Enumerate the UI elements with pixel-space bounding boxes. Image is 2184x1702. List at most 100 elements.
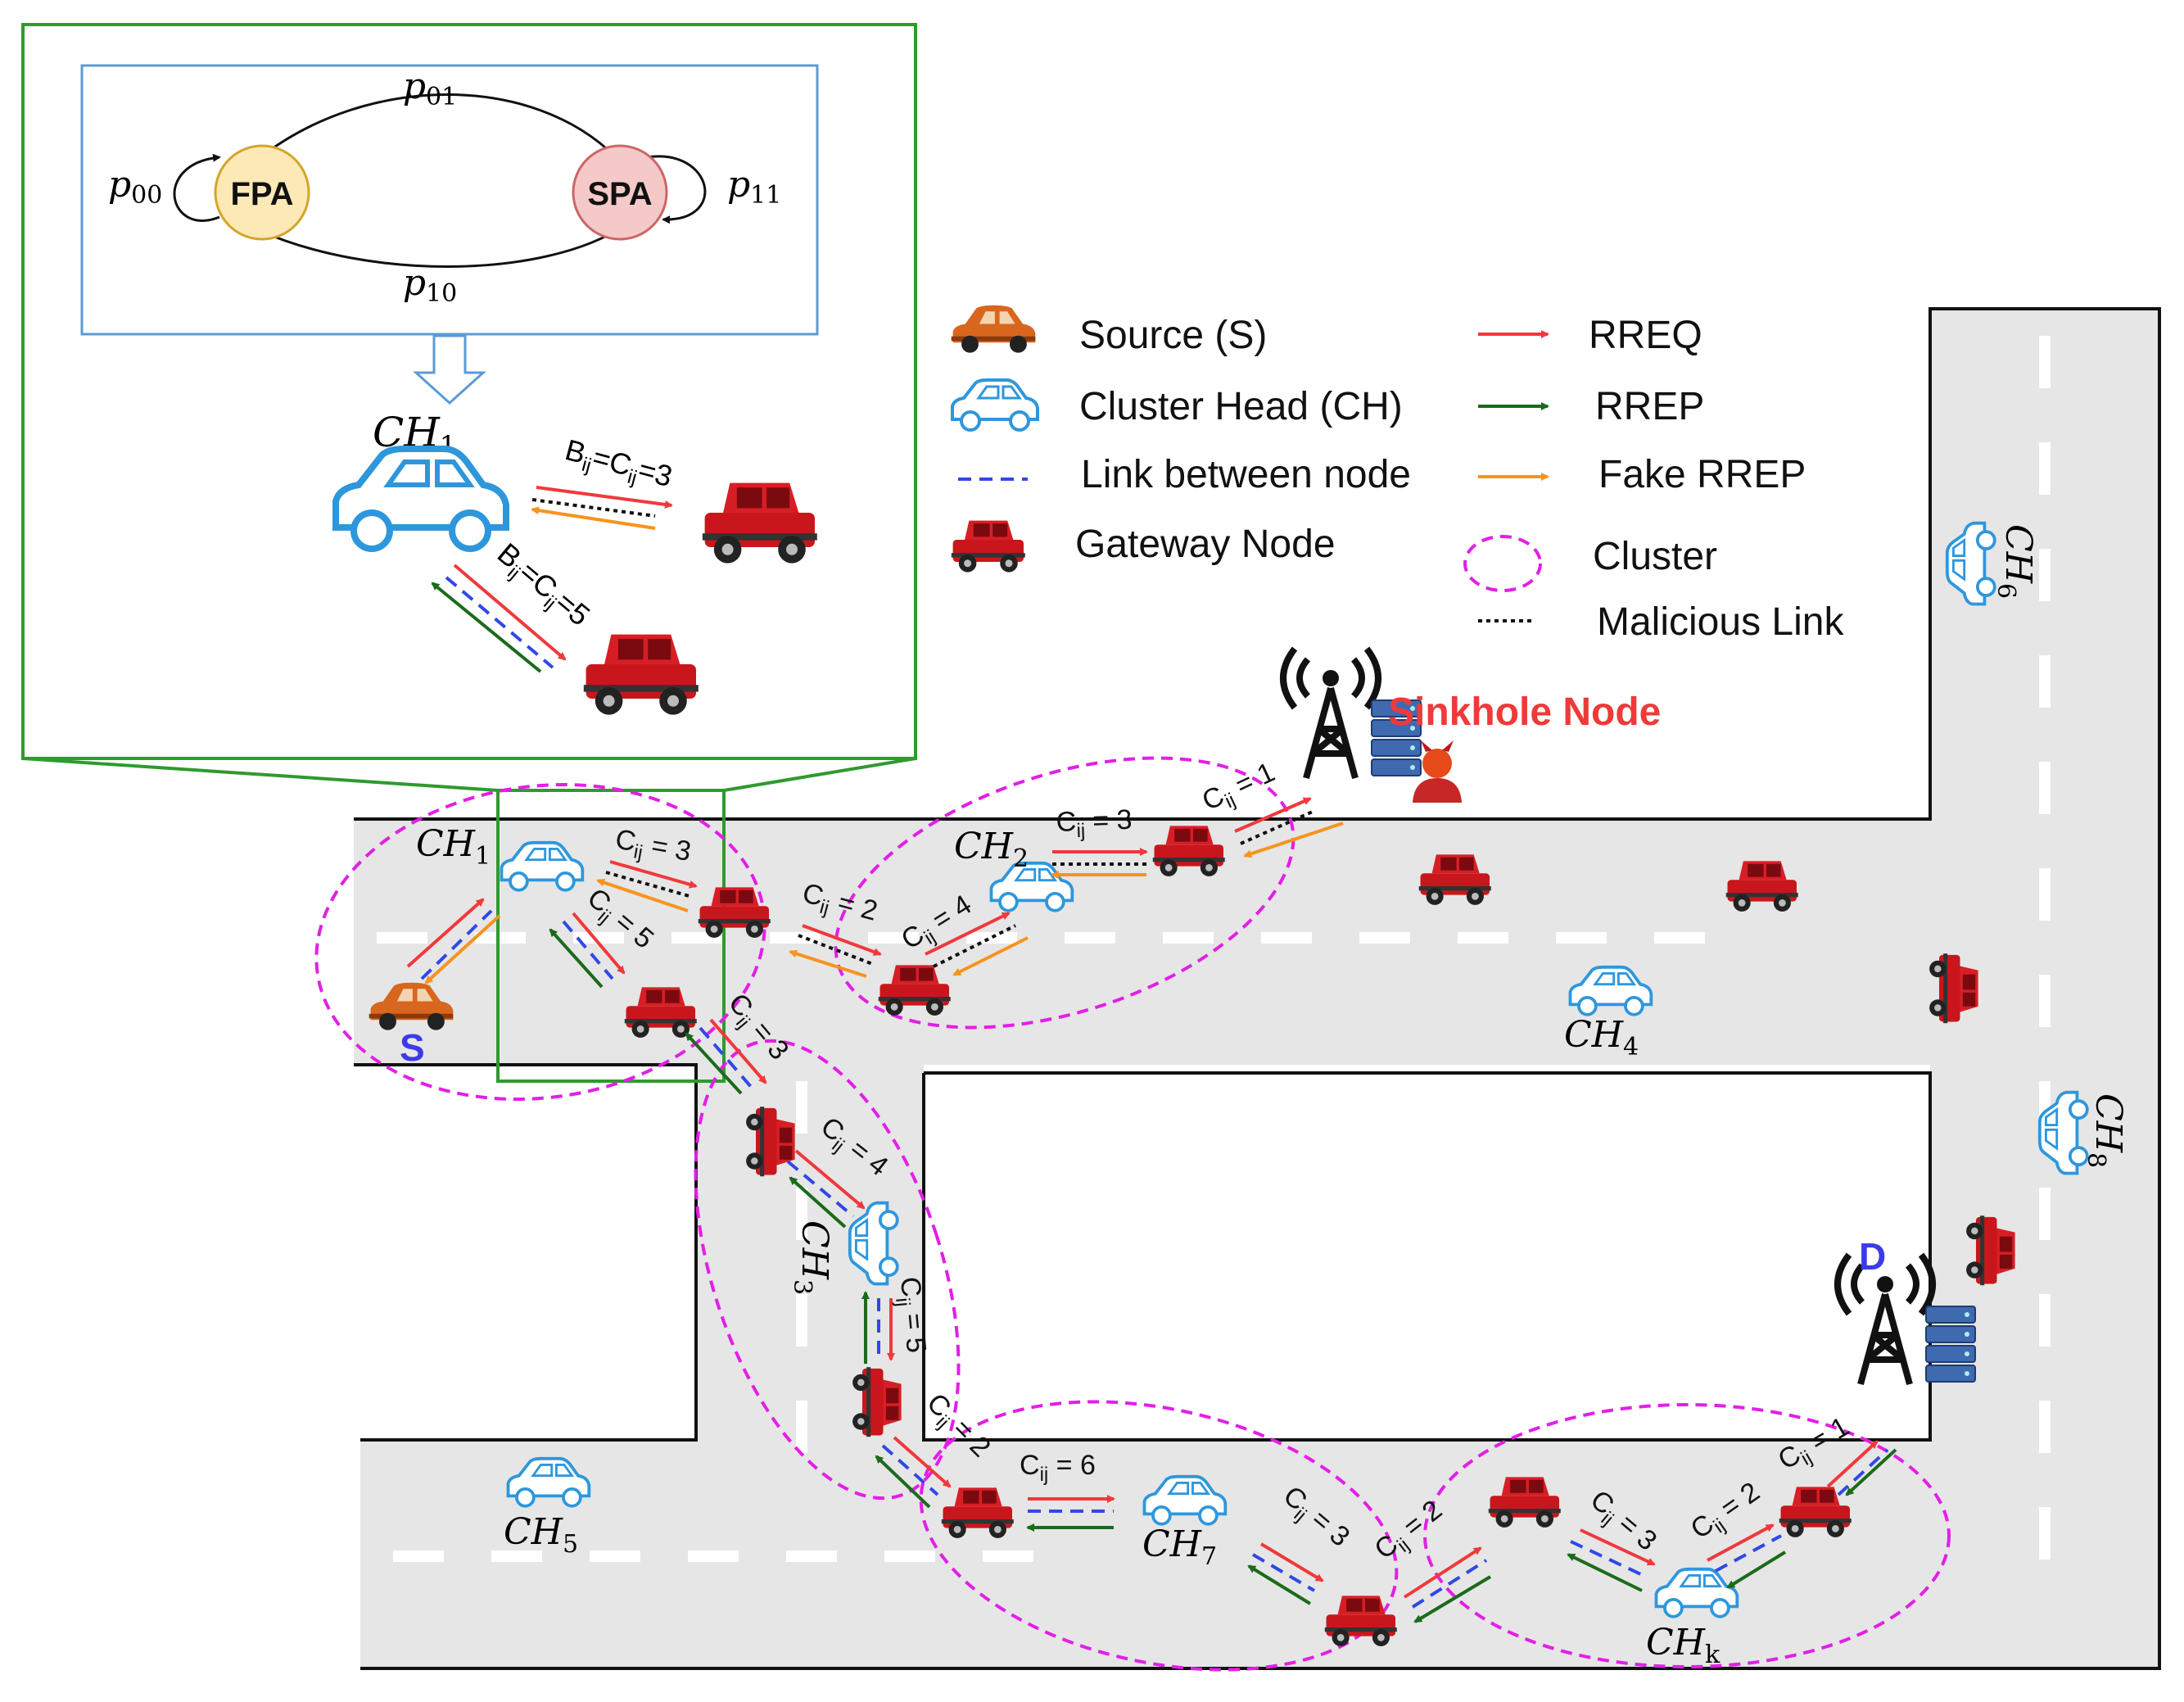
rreq-arrow bbox=[1234, 797, 1312, 833]
cluster-chk bbox=[1423, 1403, 1951, 1668]
transition-p11 bbox=[646, 155, 707, 224]
zoom-region bbox=[496, 789, 726, 1083]
legend-gateway-label: Gateway Node bbox=[1075, 523, 1336, 566]
legend-cluster-swatch bbox=[1463, 535, 1542, 592]
lane-dash bbox=[983, 1550, 1033, 1562]
lane-dash bbox=[2039, 1188, 2051, 1240]
inset-gateway-top bbox=[702, 482, 817, 564]
fake-rrep-arrow bbox=[1243, 822, 1344, 858]
prob-p11-base: p bbox=[727, 164, 750, 206]
cost-ch7: Cij = 6 bbox=[1020, 1450, 1096, 1486]
ch6-sub: 6 bbox=[1992, 583, 2020, 599]
rreq-arrow bbox=[893, 1436, 952, 1488]
cost-i-sub: ij bbox=[891, 1297, 914, 1307]
lane-dash bbox=[796, 1401, 807, 1453]
rrep-arrow bbox=[1413, 1575, 1492, 1623]
inset-connector-left bbox=[22, 757, 499, 792]
ch7-sub: 7 bbox=[1201, 1542, 1217, 1571]
rrep-arrow bbox=[685, 1032, 743, 1095]
road-edge-top bbox=[354, 307, 2161, 1670]
legend-fake-label: Fake RREP bbox=[1598, 453, 1806, 496]
lane-dash bbox=[796, 1081, 807, 1134]
lane-dash bbox=[1261, 932, 1312, 944]
lane-dash bbox=[377, 932, 427, 944]
ch3-base: CH bbox=[794, 1220, 835, 1281]
state-fpa-label: FPA bbox=[230, 176, 293, 212]
rrep-arrow bbox=[1845, 1448, 1897, 1496]
lane-dash bbox=[966, 932, 1017, 944]
lane-dash bbox=[2039, 549, 2051, 601]
cost-a-sub: ij bbox=[632, 840, 644, 863]
malicious-link bbox=[933, 924, 1016, 968]
cost-i-val: = 5 bbox=[897, 1304, 932, 1354]
lane-dash bbox=[1359, 932, 1410, 944]
lane-dash bbox=[2039, 868, 2051, 921]
lane-dash bbox=[475, 932, 526, 944]
rrep-arrow bbox=[1567, 1553, 1643, 1592]
ch1-vehicle bbox=[500, 840, 585, 892]
gateway-vehicle bbox=[624, 987, 697, 1038]
cluster-ch7 bbox=[919, 1400, 1399, 1672]
server-icon bbox=[1925, 1306, 1976, 1383]
gateway-vehicle bbox=[852, 1367, 902, 1437]
rrep-arrow bbox=[1726, 1550, 1787, 1589]
lane-markings bbox=[377, 336, 2051, 1562]
prob-p00-sub: 00 bbox=[131, 181, 162, 210]
ch7-label: CH7 bbox=[1142, 1523, 1217, 1571]
gateway-vehicle bbox=[1929, 953, 1978, 1024]
ch6-vehicle bbox=[1945, 521, 1996, 606]
lane-dash bbox=[2039, 975, 2051, 1027]
rreq-arrow bbox=[1403, 1546, 1482, 1599]
lane-dash bbox=[868, 932, 919, 944]
inset-ch1-car bbox=[332, 446, 509, 552]
ch5-base: CH bbox=[504, 1511, 564, 1553]
ch2-label: CH2 bbox=[954, 826, 1029, 873]
gateway-vehicle bbox=[746, 1107, 795, 1177]
lane-dash bbox=[1458, 932, 1508, 944]
legend-link-label: Link between node bbox=[1081, 453, 1411, 496]
destination-label: D bbox=[1859, 1235, 1886, 1278]
ch-labels: CH1 CH2 CH4 CH5 CH7 CHk CH3 CH6 CH8 bbox=[416, 524, 2129, 1669]
hollow-down-arrow bbox=[413, 334, 486, 405]
lane-dash bbox=[688, 1550, 739, 1562]
inset-rrep-bottom bbox=[431, 582, 542, 673]
node-link bbox=[1411, 1559, 1488, 1609]
node-link bbox=[1715, 1534, 1782, 1573]
rreq-arrow bbox=[709, 1018, 767, 1084]
inset-gateway-bottom bbox=[583, 634, 699, 715]
ch1-sub: 1 bbox=[475, 842, 491, 871]
inset-link-bottom bbox=[445, 576, 554, 669]
lane-dash bbox=[2039, 1401, 2051, 1453]
cost-ch2-gw2: Cij = 3 bbox=[1056, 804, 1133, 843]
chk-base: CH bbox=[1646, 1622, 1707, 1664]
cost-ch3-out: Cij = 5 bbox=[889, 1275, 932, 1354]
node-link bbox=[1570, 1540, 1645, 1578]
cost-k-c: C bbox=[1020, 1450, 1040, 1481]
ch5-vehicle bbox=[506, 1456, 591, 1508]
chk-label: CHk bbox=[1646, 1622, 1721, 1669]
road-edge-inner bbox=[354, 1063, 698, 1442]
vehicles bbox=[369, 521, 2089, 1646]
lane-dash bbox=[2039, 1507, 2051, 1559]
prob-p01-sub: 01 bbox=[426, 83, 457, 111]
state-fpa bbox=[214, 144, 310, 241]
rrep-arrow bbox=[875, 1455, 931, 1509]
rreq-arrow bbox=[1580, 1528, 1656, 1566]
lane-dash bbox=[2039, 336, 2051, 388]
chk-vehicle bbox=[1654, 1567, 1739, 1618]
transition-p10 bbox=[259, 229, 617, 268]
fake-rrep-arrow bbox=[424, 914, 501, 985]
markov-box bbox=[80, 64, 819, 336]
lane-dash bbox=[2039, 762, 2051, 814]
lane-dash bbox=[1556, 932, 1607, 944]
source-vehicle bbox=[369, 982, 454, 1030]
inset-gateway-top-icon bbox=[702, 482, 817, 564]
ch3-vehicle bbox=[848, 1201, 899, 1286]
state-spa bbox=[572, 144, 668, 241]
node-link bbox=[699, 1026, 753, 1089]
cost-i-c: C bbox=[894, 1275, 927, 1298]
markov-chain: FPA SPA p01 p10 p00 p11 bbox=[108, 66, 781, 308]
gateway-vehicle bbox=[941, 1487, 1014, 1538]
cost-k-val: = 6 bbox=[1048, 1450, 1096, 1481]
